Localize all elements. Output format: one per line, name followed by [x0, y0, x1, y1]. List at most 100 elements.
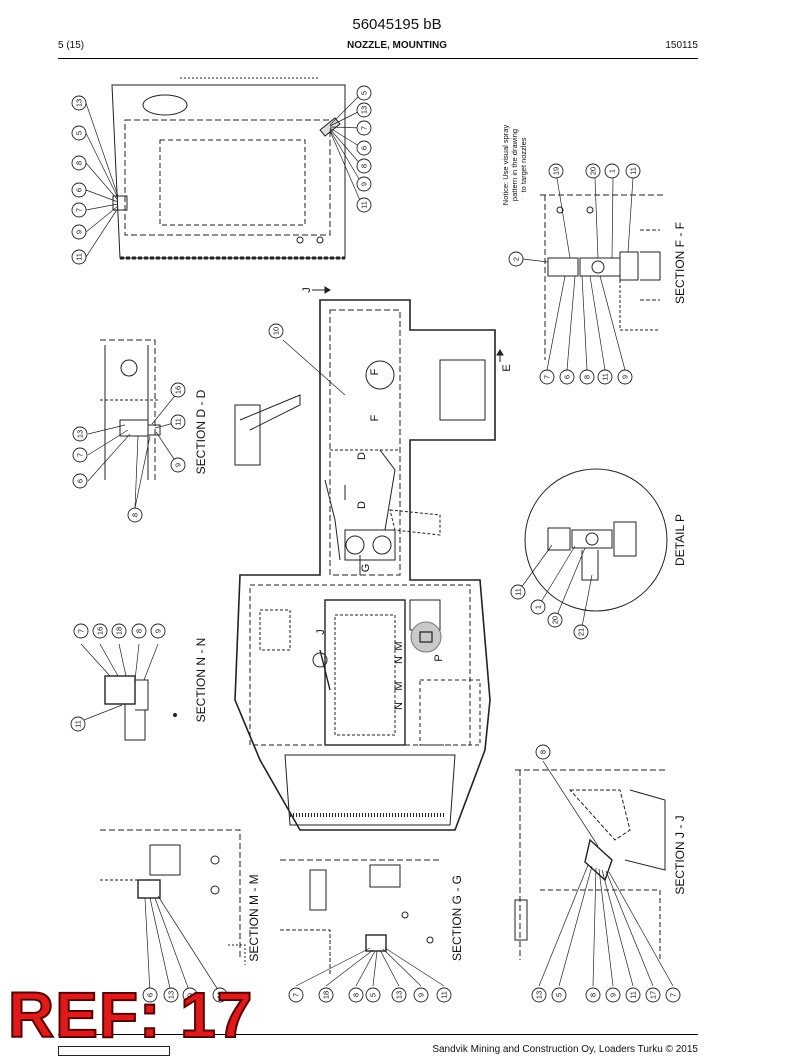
svg-text:pattern in the drawing: pattern in the drawing: [510, 129, 519, 201]
page-indicator: 5 (15): [58, 40, 85, 51]
balloon: 18: [322, 991, 331, 999]
balloon: 6: [146, 993, 155, 997]
balloon: 7: [543, 375, 552, 379]
balloon: 9: [621, 375, 630, 379]
balloon: 11: [440, 991, 449, 999]
leaders-gg: [295, 947, 445, 987]
balloon: 1: [608, 169, 617, 173]
balloon: 11: [629, 991, 638, 999]
section-mm-label: SECTION M - M: [247, 874, 261, 961]
section-arrows: [312, 286, 504, 575]
balloon: 8: [539, 750, 548, 754]
balloon: 11: [174, 418, 183, 426]
svg-text:to target nozzles: to target nozzles: [519, 137, 528, 192]
balloon: 6: [563, 375, 572, 379]
marker-p: P: [433, 654, 445, 661]
balloon: 7: [77, 629, 86, 633]
marker-j2: J: [315, 629, 327, 635]
balloon: 20: [551, 616, 560, 624]
balloon: 19: [552, 167, 561, 175]
marker-f1: F: [369, 368, 381, 375]
view-section-gg: [280, 859, 440, 975]
marker-n2: N: [393, 702, 405, 710]
view-detail-p: [524, 468, 668, 612]
balloon: 6: [75, 188, 84, 192]
balloon: 11: [514, 588, 523, 596]
section-ff-label: SECTION F - F: [673, 222, 687, 304]
document-date: 150115: [665, 40, 698, 51]
balloon: 7: [76, 453, 85, 457]
footer-rule: [58, 1034, 698, 1035]
view-section-dd: [100, 339, 161, 480]
balloon: 6: [76, 479, 85, 483]
balloon: 13: [75, 99, 84, 107]
marker-j: J: [301, 287, 313, 293]
balloon: 13: [76, 430, 85, 438]
balloon-circles: [70, 85, 681, 1003]
balloon: 11: [629, 167, 638, 175]
balloon: 11: [360, 201, 369, 209]
marker-d2: D: [356, 501, 368, 509]
balloon-numbers: 13 5 8 6 7 9 11 5 13 7 6 8 9 11 19 20 1 …: [74, 91, 678, 999]
balloon: 16: [174, 386, 183, 394]
balloon: 9: [174, 463, 183, 467]
ref-stamp: REF: 17: [7, 978, 254, 1052]
section-gg-label: SECTION G - G: [450, 875, 464, 961]
balloon: 9: [417, 993, 426, 997]
balloon: 16: [96, 627, 105, 635]
balloon: 11: [601, 373, 610, 381]
balloon: 11: [74, 720, 83, 728]
balloon: 13: [395, 991, 404, 999]
balloon: 8: [352, 993, 361, 997]
balloon: 7: [75, 208, 84, 212]
section-jj-label: SECTION J - J: [673, 815, 687, 894]
footer-copyright: Sandvik Mining and Construction Oy, Load…: [432, 1044, 698, 1055]
svg-text:Notice: Use visual spray: Notice: Use visual spray: [501, 125, 510, 206]
notice-text: Notice: Use visual spray pattern in the …: [501, 125, 528, 206]
section-labels: SECTION D - D SECTION N - N SECTION M - …: [194, 222, 687, 962]
marker-n1: N: [393, 656, 405, 664]
balloon: 7: [292, 993, 301, 997]
balloon: 5: [369, 993, 378, 997]
balloon: 7: [669, 993, 678, 997]
view-section-mm: [100, 829, 246, 965]
marker-m1: M: [393, 641, 405, 650]
balloon: 13: [535, 991, 544, 999]
leaders-jj: [538, 760, 674, 987]
balloon: 8: [131, 513, 140, 517]
balloon: 5: [555, 993, 564, 997]
marker-d1: D: [356, 452, 368, 460]
balloon: 8: [583, 375, 592, 379]
view-section-ff: [540, 194, 665, 360]
balloon: 17: [649, 991, 658, 999]
balloon: 1: [534, 605, 543, 609]
balloon: 13: [167, 991, 176, 999]
balloon: 8: [135, 629, 144, 633]
leaders-ff: [522, 177, 634, 371]
header-rule: [58, 58, 698, 59]
balloon: 9: [360, 182, 369, 186]
balloon: 8: [589, 993, 598, 997]
document-number: 56045195 bB: [352, 16, 442, 33]
balloon: 9: [75, 230, 84, 234]
leaders-top-left: [85, 92, 363, 258]
balloon: 5: [360, 91, 369, 95]
leaders-p: [517, 544, 593, 633]
balloon: 7: [360, 126, 369, 130]
marker-f2: F: [369, 414, 381, 421]
balloon: 8: [75, 161, 84, 165]
machine-outline: [234, 299, 496, 831]
section-dd-label: SECTION D - D: [194, 389, 208, 474]
balloon: 2: [512, 257, 521, 261]
balloon: 6: [360, 146, 369, 150]
marker-e: E: [501, 364, 513, 371]
cut-markers: J E F F D D G J M N M N P: [301, 287, 513, 710]
balloon: 9: [186, 993, 195, 997]
balloon: 9: [154, 629, 163, 633]
marker-m2: M: [393, 681, 405, 690]
balloon: 18: [115, 627, 124, 635]
view-section-nn: [104, 675, 177, 741]
view-top-left: [111, 77, 346, 260]
balloon: 11: [75, 253, 84, 261]
